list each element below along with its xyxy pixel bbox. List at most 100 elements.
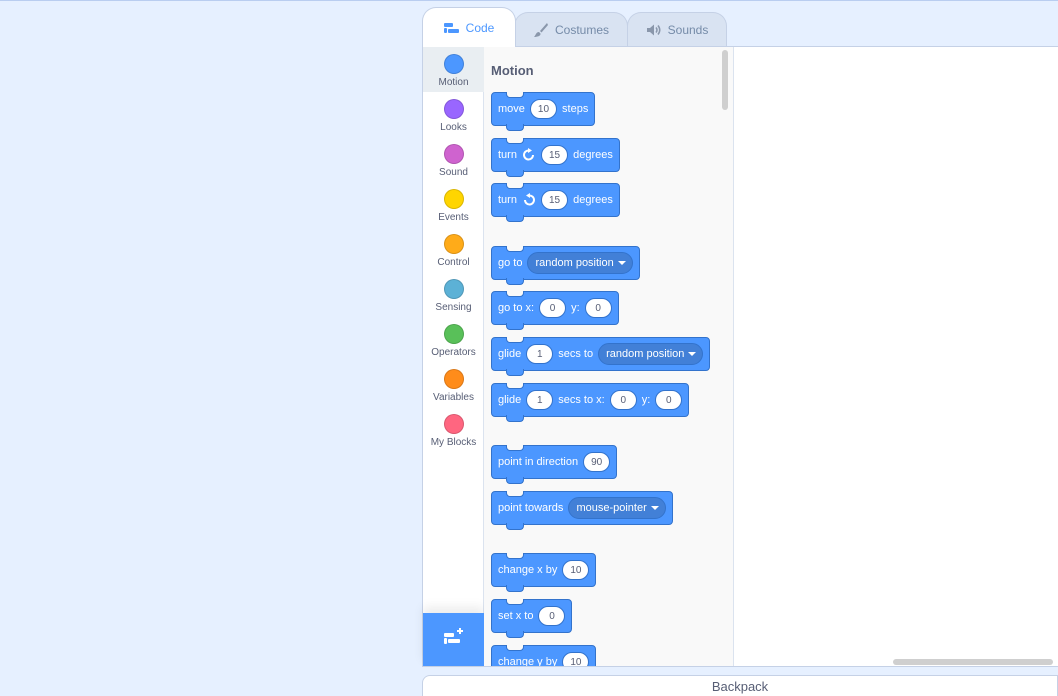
caret-down-icon [617, 261, 626, 265]
block-text: y: [571, 302, 580, 314]
point-towards-dropdown[interactable]: mouse-pointer [568, 497, 666, 519]
tab-costumes-label: Costumes [554, 23, 610, 37]
x-value-input[interactable]: 0 [538, 606, 566, 626]
category-label: Looks [440, 122, 467, 133]
block-text: change y by [498, 656, 558, 666]
block-text: glide [498, 348, 522, 360]
block-go-to-xy[interactable]: go to x: 0 y: 0 [491, 291, 619, 330]
block-text: point in direction [498, 456, 579, 468]
category-control-dot-icon [443, 234, 464, 254]
block-turn-left[interactable]: turn 15 degrees [491, 183, 620, 222]
code-icon [443, 22, 460, 34]
block-set-x[interactable]: set x to 0 [491, 599, 573, 638]
brush-icon [533, 22, 549, 38]
category-operators-dot-icon [443, 324, 464, 344]
add-extension-icon [443, 627, 465, 652]
caret-down-icon [650, 506, 659, 510]
glide-target-dropdown[interactable]: random position [598, 343, 704, 365]
block-text: turn [498, 194, 517, 206]
dropdown-value: random position [535, 257, 614, 269]
category-variables-dot-icon [443, 369, 464, 389]
category-label: My Blocks [430, 437, 477, 448]
tab-code[interactable]: Code [422, 7, 516, 47]
category-sound-dot-icon [443, 144, 464, 164]
block-go-to[interactable]: go to random position [491, 246, 640, 285]
backpack-label: Backpack [711, 679, 769, 694]
category-control[interactable]: Control [423, 227, 484, 272]
block-text: glide [498, 394, 522, 406]
tab-code-label: Code [465, 20, 495, 35]
workspace-horizontal-scrollbar[interactable] [893, 659, 1053, 665]
degrees-input[interactable]: 15 [540, 145, 569, 165]
x-input[interactable]: 0 [539, 298, 567, 318]
block-text: go to [498, 257, 523, 269]
category-menu: Motion Looks Sound Events Control Sensin… [423, 47, 484, 666]
block-point-towards[interactable]: point towards mouse-pointer [491, 491, 673, 530]
category-label: Sensing [435, 302, 472, 313]
block-text: point towards [498, 502, 564, 514]
block-move-steps[interactable]: move 10 steps [491, 92, 596, 131]
backpack-header[interactable]: Backpack [422, 675, 1058, 696]
rotate-right-icon [522, 148, 536, 162]
block-change-y[interactable]: change y by 10 [491, 645, 597, 666]
block-text: degrees [573, 194, 613, 206]
palette-section-title: Motion [491, 63, 534, 78]
x-input[interactable]: 0 [609, 390, 637, 410]
secs-input[interactable]: 1 [526, 390, 554, 410]
category-sensing[interactable]: Sensing [423, 272, 484, 317]
block-glide-xy[interactable]: glide 1 secs to x: 0 y: 0 [491, 383, 690, 422]
category-label: Variables [433, 392, 474, 403]
block-text: change x by [498, 564, 558, 576]
category-label: Sound [439, 167, 468, 178]
palette-scrollbar[interactable] [722, 50, 728, 110]
category-motion[interactable]: Motion [423, 47, 484, 92]
tab-sounds[interactable]: Sounds [627, 12, 727, 47]
block-text: set x to [498, 610, 534, 622]
category-my-blocks-dot-icon [443, 414, 464, 434]
dropdown-value: random position [606, 348, 685, 360]
steps-input[interactable]: 10 [529, 99, 558, 119]
category-label: Operators [431, 347, 476, 358]
go-to-target-dropdown[interactable]: random position [527, 252, 633, 274]
caret-down-icon [688, 352, 697, 356]
category-label: Motion [438, 77, 469, 88]
category-variables[interactable]: Variables [423, 362, 484, 407]
category-sound[interactable]: Sound [423, 137, 484, 182]
category-events-dot-icon [443, 189, 464, 209]
block-text: y: [641, 394, 651, 406]
block-glide-to[interactable]: glide 1 secs to random position [491, 337, 711, 376]
category-my-blocks[interactable]: My Blocks [423, 407, 484, 452]
y-change-input[interactable]: 10 [562, 652, 590, 666]
category-events[interactable]: Events [423, 182, 484, 227]
speaker-icon [646, 23, 662, 37]
y-input[interactable]: 0 [584, 298, 612, 318]
block-text: turn [498, 149, 517, 161]
block-turn-right[interactable]: turn 15 degrees [491, 138, 620, 177]
code-area: Motion Looks Sound Events Control Sensin… [422, 46, 1058, 667]
category-looks[interactable]: Looks [423, 92, 484, 137]
script-workspace[interactable] [734, 47, 1058, 666]
rotate-left-icon [522, 193, 536, 207]
degrees-input[interactable]: 15 [540, 190, 569, 210]
secs-input[interactable]: 1 [526, 344, 554, 364]
category-sensing-dot-icon [443, 279, 464, 299]
category-label: Control [437, 257, 470, 268]
tab-costumes[interactable]: Costumes [514, 12, 628, 47]
direction-input[interactable]: 90 [583, 452, 611, 472]
block-palette: Motion move 10 steps turn 15 degrees tur… [484, 47, 734, 666]
block-text: go to x: [498, 302, 535, 314]
category-operators[interactable]: Operators [423, 317, 484, 362]
add-extension-button[interactable] [423, 613, 484, 666]
block-text: secs to [558, 348, 594, 360]
x-change-input[interactable]: 10 [562, 560, 590, 580]
y-input[interactable]: 0 [655, 390, 683, 410]
block-text: degrees [573, 149, 613, 161]
block-change-x[interactable]: change x by 10 [491, 553, 597, 592]
block-point-in-direction[interactable]: point in direction 90 [491, 445, 618, 484]
category-looks-dot-icon [443, 99, 464, 119]
block-text: steps [562, 103, 589, 115]
category-motion-dot-icon [443, 54, 464, 74]
tab-sounds-label: Sounds [667, 23, 709, 37]
category-label: Events [438, 212, 469, 223]
dropdown-value: mouse-pointer [576, 502, 647, 514]
